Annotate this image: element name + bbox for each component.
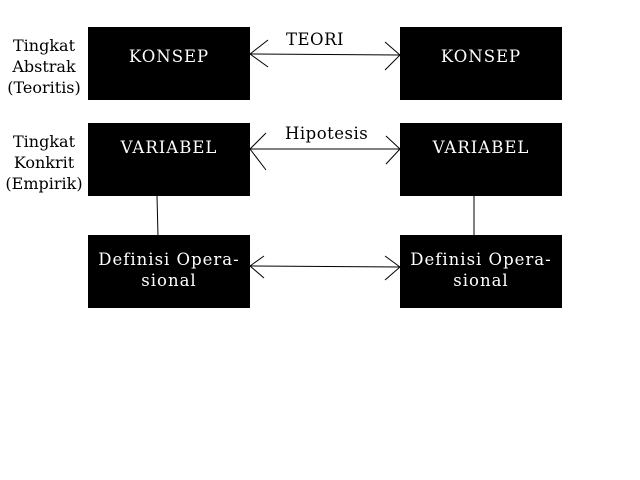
theory-arrow bbox=[249, 39, 401, 71]
right-definition-box: Definisi Opera- sional bbox=[400, 235, 562, 308]
left-definition-box: Definisi Opera- sional bbox=[88, 235, 250, 308]
left-concept-label: KONSEP bbox=[128, 47, 210, 66]
left-vertical-connector bbox=[156, 195, 159, 237]
right-variable-box: VARIABEL bbox=[400, 123, 562, 196]
concrete-level-label: Tingkat Konkrit (Empirik) bbox=[5, 132, 83, 193]
hypothesis-label: Hipotesis bbox=[285, 124, 369, 143]
definition-arrow bbox=[249, 255, 401, 281]
left-variable-box: VARIABEL bbox=[88, 123, 250, 196]
right-variable-label: VARIABEL bbox=[432, 138, 530, 157]
left-definition-line1: Definisi Opera- bbox=[98, 250, 240, 269]
theory-label: TEORI bbox=[286, 30, 345, 49]
right-definition-line1: Definisi Opera- bbox=[410, 250, 552, 269]
left-definition-line2: sional bbox=[141, 271, 197, 290]
left-concept-box: KONSEP bbox=[88, 27, 250, 100]
right-concept-label: KONSEP bbox=[440, 47, 522, 66]
hypothesis-arrow bbox=[249, 132, 401, 171]
right-definition-line2: sional bbox=[453, 271, 509, 290]
right-concept-box: KONSEP bbox=[400, 27, 562, 100]
abstract-level-label: Tingkat Abstrak (Teoritis) bbox=[7, 36, 81, 97]
left-variable-label: VARIABEL bbox=[120, 138, 218, 157]
